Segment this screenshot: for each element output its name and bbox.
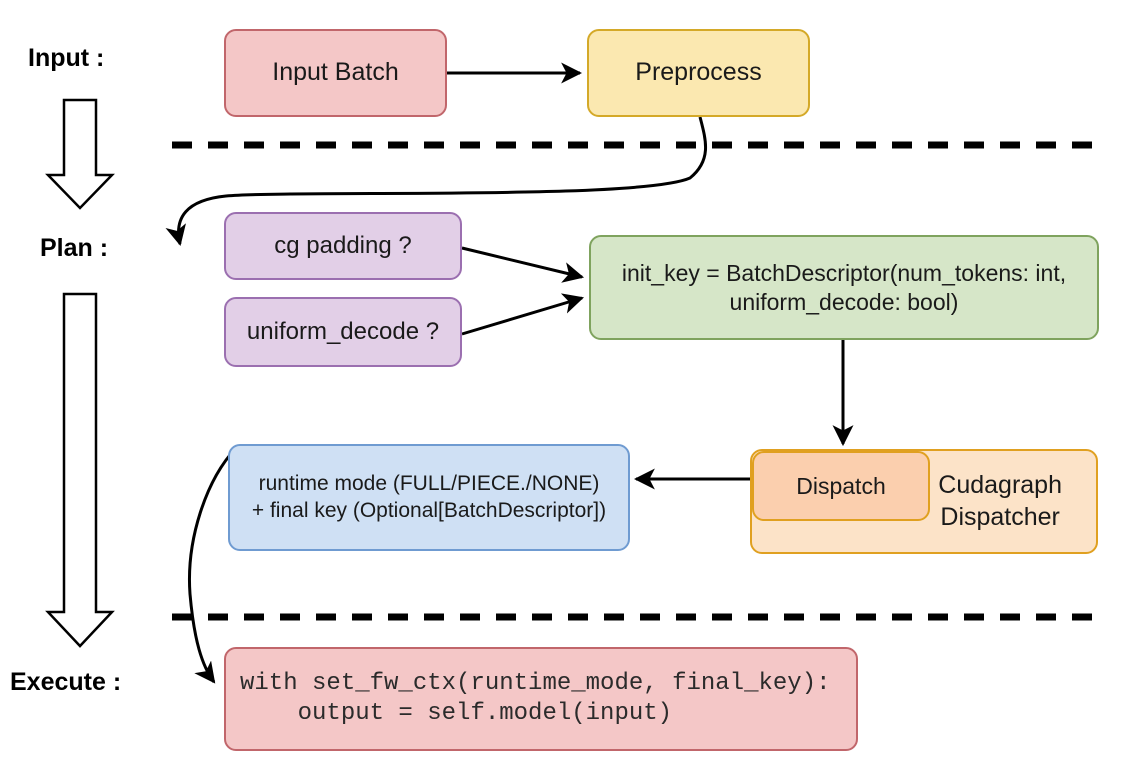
node-uniform-decode[interactable]: uniform_decode ? [224,297,462,367]
node-input-batch[interactable]: Input Batch [224,29,447,117]
node-cg-padding[interactable]: cg padding ? [224,212,462,280]
block-arrow-input-to-plan [45,98,115,210]
arrow-uniform-decode-to-init-key [461,293,585,336]
node-init-key[interactable]: init_key = BatchDescriptor(num_tokens: i… [589,235,1099,340]
block-arrow-plan-to-execute [45,292,115,648]
node-execute-code[interactable]: with set_fw_ctx(runtime_mode, final_key)… [224,647,858,751]
arrow-preprocess-to-cg-padding [165,116,708,247]
arrow-cg-padding-to-init-key [461,246,585,283]
node-runtime-mode[interactable]: runtime mode (FULL/PIECE./NONE) + final … [228,444,630,551]
node-dispatch[interactable]: Dispatch [752,451,930,521]
arrow-runtime-mode-to-execute [187,446,238,684]
stage-label-plan: Plan : [40,234,109,262]
node-preprocess[interactable]: Preprocess [587,29,810,117]
stage-label-input: Input : [28,44,105,72]
stage-label-execute: Execute : [10,668,122,696]
